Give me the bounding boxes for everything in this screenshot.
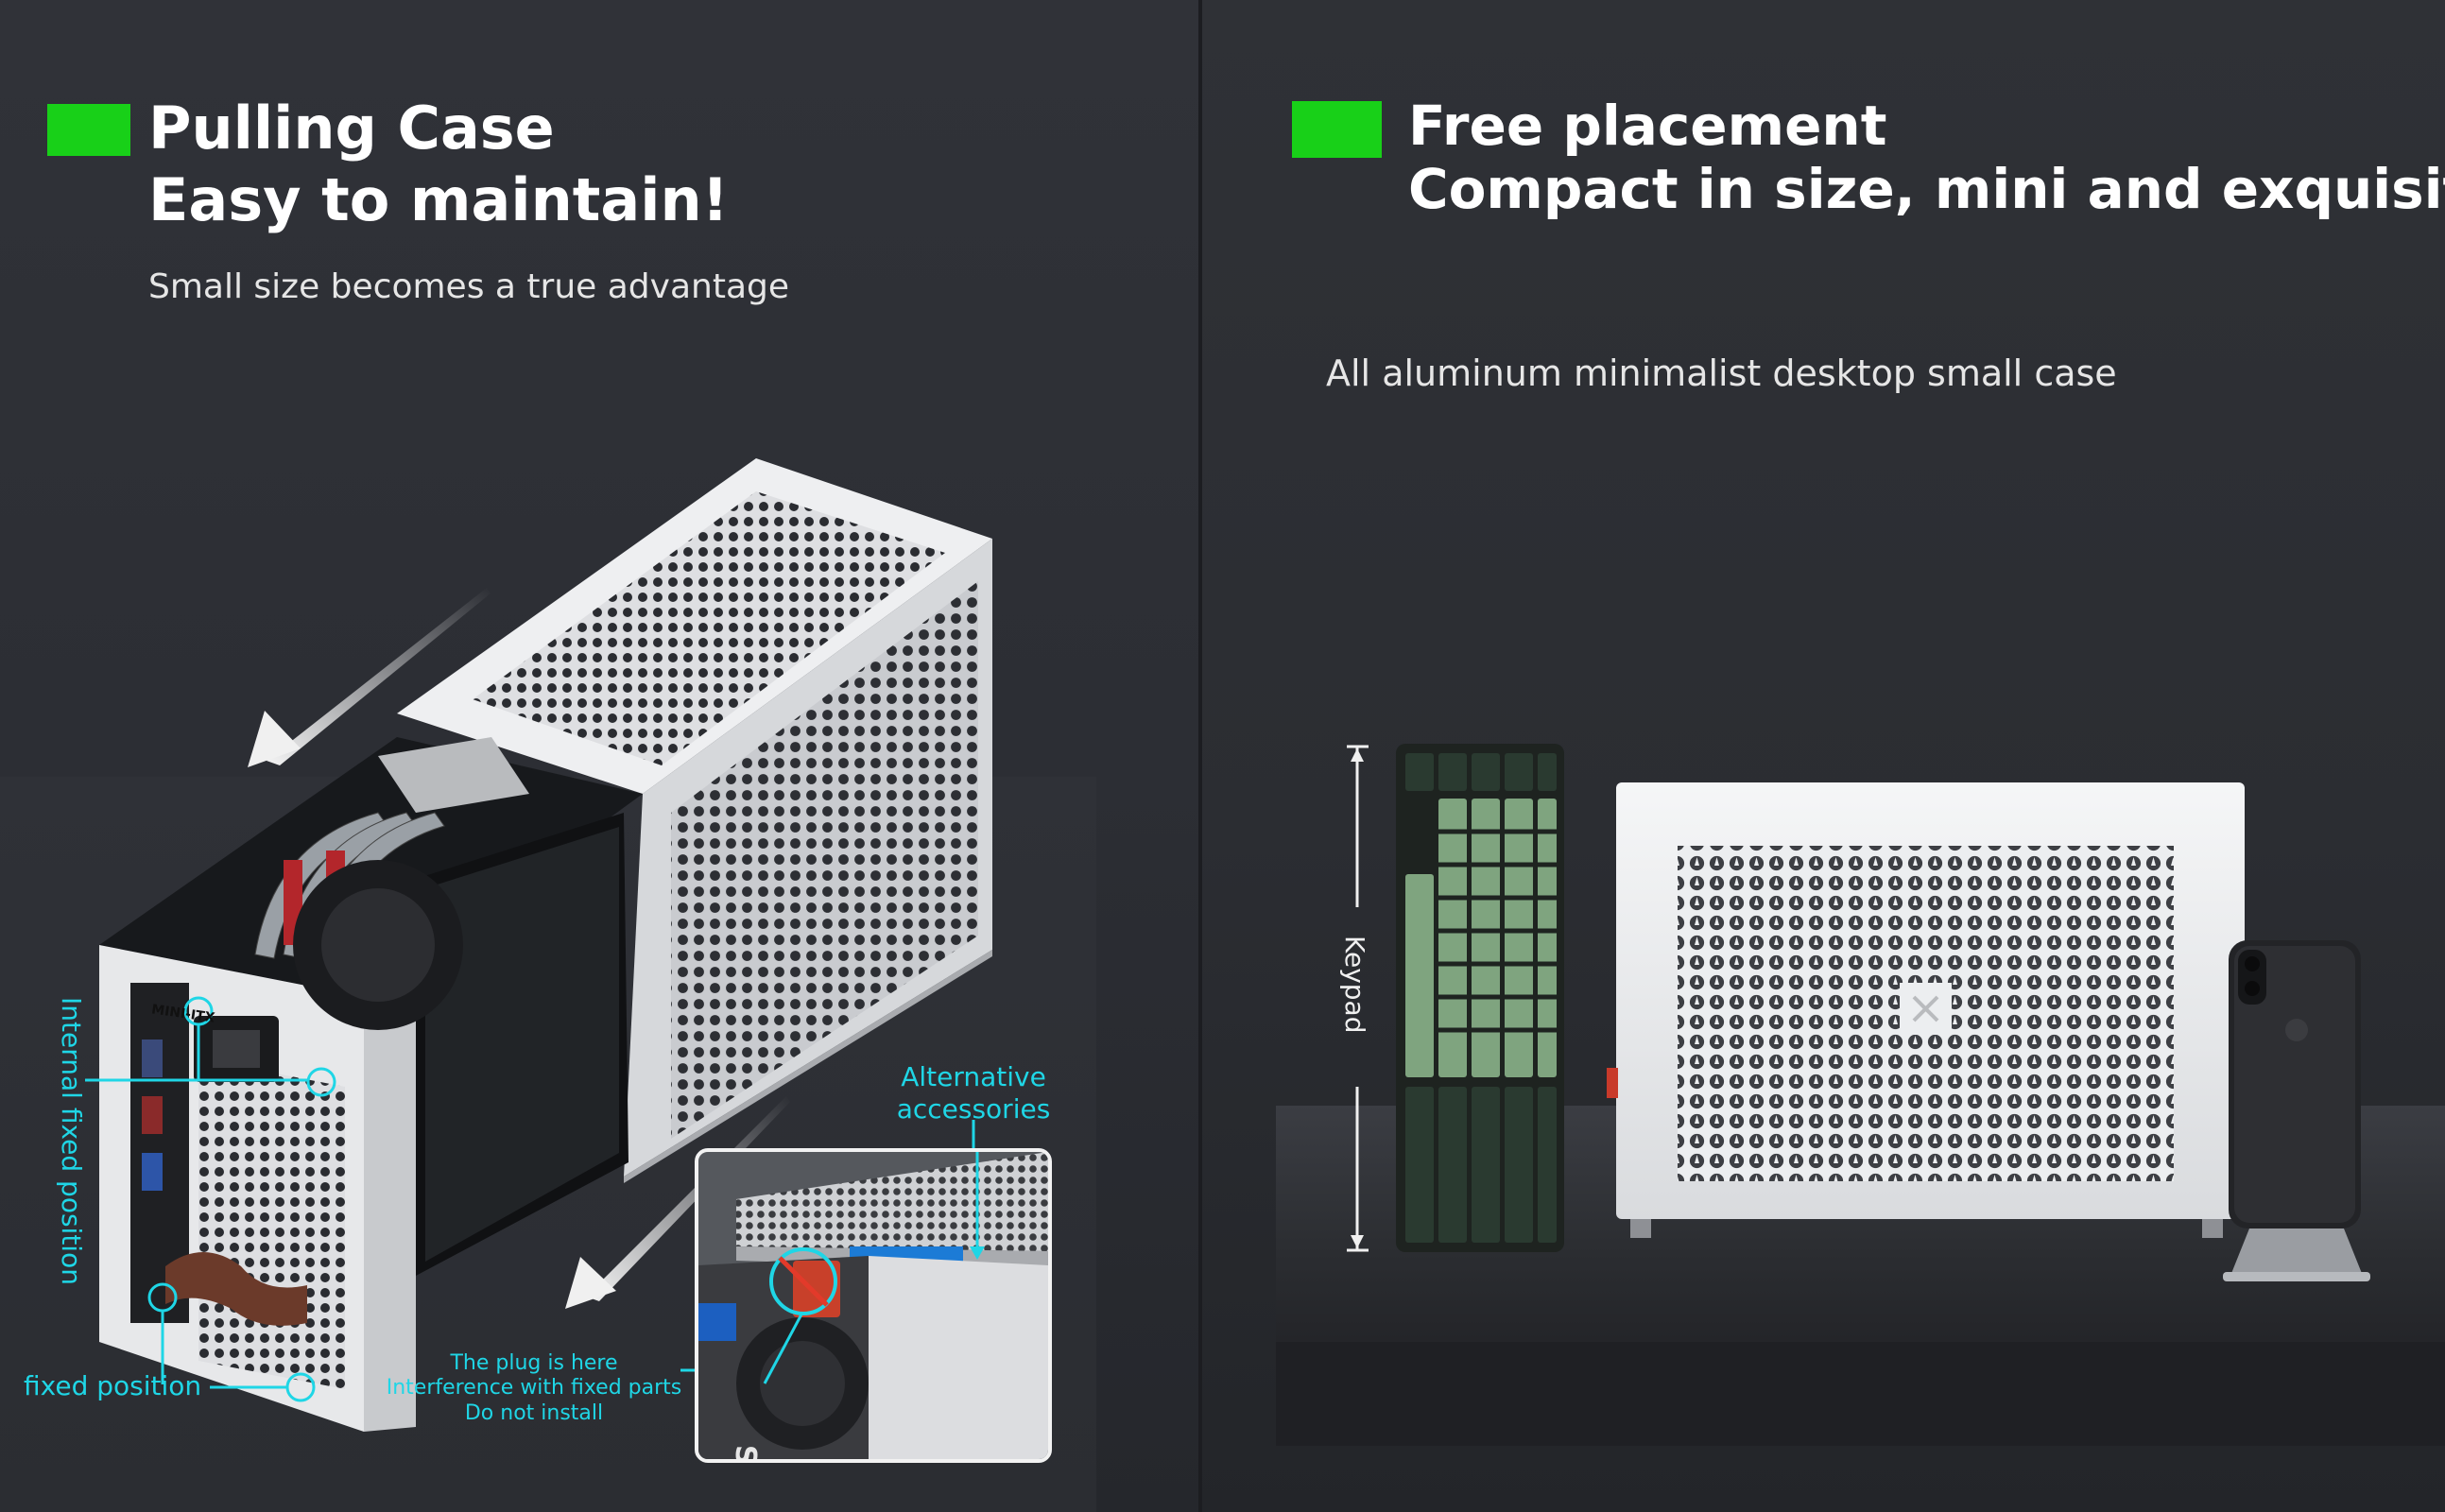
keypad-dimension (1347, 745, 1369, 1252)
right-headline: Free placement Compact in size, mini and… (1408, 94, 2445, 220)
pull-arrow-bottom (565, 1096, 790, 1309)
callout-alternative-line1: Alternative (901, 1061, 1046, 1092)
callout-fixed-position: fixed position (24, 1370, 202, 1401)
callout-plug-warning: The plug is here Interference with fixed… (383, 1351, 685, 1426)
keypad-label: Keypad (1339, 936, 1370, 1034)
callout-plug-line1: The plug is here (450, 1351, 618, 1375)
case-shell (397, 458, 992, 1183)
callout-internal-fixed-position: Internal fixed position (56, 997, 87, 1285)
case-front (1607, 782, 2245, 1238)
keyboard (1396, 744, 1564, 1252)
callout-alternative-line2: accessories (896, 1092, 1051, 1125)
callout-alternative-accessories: Alternative accessories (884, 1061, 1063, 1125)
left-headline-line1: Pulling Case (148, 94, 555, 163)
accent-block-right (1292, 101, 1382, 158)
callout-plug-line3: Do not install (464, 1400, 604, 1425)
right-shelf-front (1276, 1342, 2445, 1446)
panel-divider (1198, 0, 1202, 1512)
left-headline: Pulling Case Easy to maintain! (148, 93, 729, 235)
phone (2223, 940, 2370, 1281)
right-subheadline: All aluminum minimalist desktop small ca… (1326, 352, 2117, 394)
pull-arrow-top (248, 588, 491, 767)
left-headline-line2: Easy to maintain! (148, 164, 729, 234)
right-headline-line2: Compact in size, mini and exquisite (1408, 156, 2445, 221)
pulling-case-illustration (85, 458, 992, 1432)
left-subheadline: Small size becomes a true advantage (148, 267, 790, 306)
callout-plug-line2: Interference with fixed parts (386, 1376, 682, 1400)
accent-block-left (47, 104, 130, 156)
svg-text:SF: SF (729, 1445, 762, 1459)
plug-detail-inset: SF (695, 1148, 1052, 1463)
right-headline-line1: Free placement (1408, 94, 1887, 158)
